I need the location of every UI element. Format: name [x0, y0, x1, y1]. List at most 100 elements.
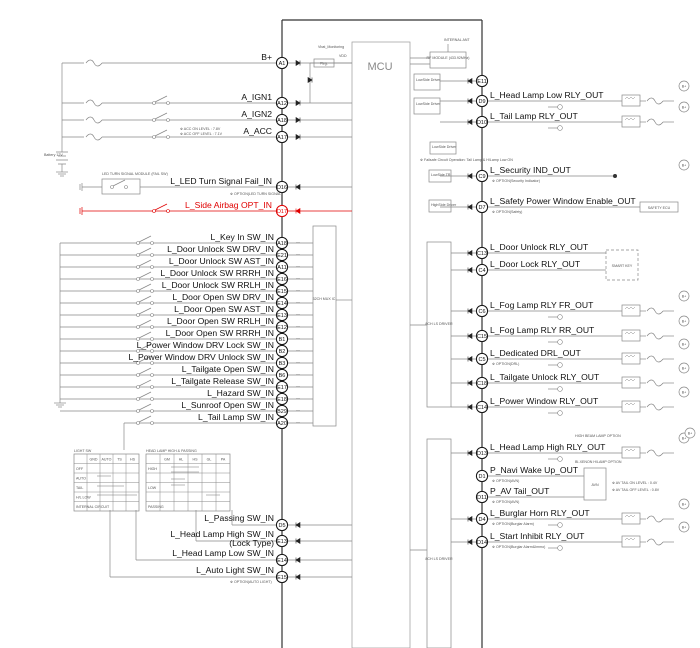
- av-tail-on-note: ※ AV TAIL ON LEVEL : 0.4V: [612, 481, 658, 485]
- output-label-9: L_Dedicated DRL_OUT: [490, 348, 582, 358]
- led-module-box: [101, 178, 141, 195]
- pin-id: E15: [277, 289, 287, 295]
- switch-contact: [152, 209, 156, 213]
- option-note: ※ OPTION(AVN): [492, 479, 519, 483]
- pin-a18: [275, 236, 289, 250]
- switch-input-label-2: L_Door Unlock SW AST_IN: [169, 256, 274, 266]
- driver-label: LowSide Driver: [416, 102, 441, 106]
- acc-on-note: ※ ACC ON LEVEL : 7.8V: [180, 127, 221, 131]
- safety-ecu-label: SAFETY ECU: [648, 206, 671, 210]
- switch-contact: [136, 265, 140, 269]
- mux-label: 32CH MUX IC: [313, 297, 336, 301]
- column-header: GM: [164, 457, 170, 461]
- switch-icon: [138, 403, 152, 411]
- driver-label: HighSide Driver: [431, 203, 457, 207]
- fuse-icon: [646, 449, 664, 457]
- pin-id: A18: [277, 118, 287, 124]
- switch-contact: [150, 301, 154, 305]
- switch-contact: [150, 361, 154, 365]
- output-label-13: P_Navi Wake Up_OUT: [490, 465, 579, 475]
- pin-id: C14: [477, 405, 487, 411]
- column-header: PA: [221, 457, 226, 461]
- mcu-label: MCU: [367, 61, 392, 73]
- lamp-icon: [557, 314, 563, 320]
- switch-contact: [150, 289, 154, 293]
- pin-e14: [275, 553, 289, 567]
- mcu-box: [351, 41, 411, 648]
- pin-id: E12: [277, 325, 287, 331]
- resistor-icon: [295, 361, 301, 364]
- bplus-label: B+: [688, 432, 693, 436]
- pin-d17: [275, 204, 289, 218]
- switch-icon: [138, 259, 152, 267]
- shape-layer: [54, 19, 696, 648]
- battery-icon: [56, 151, 68, 165]
- pin-c6: [475, 304, 489, 318]
- pin-id: E16: [277, 277, 287, 283]
- pin-id: D7: [478, 205, 485, 211]
- column-header: HS: [193, 457, 199, 461]
- fuse-icon: [646, 332, 664, 340]
- switch-icon: [154, 203, 168, 211]
- resistor-icon: [295, 409, 301, 412]
- pin-a17: [275, 130, 289, 144]
- bplus-label: B+: [682, 164, 687, 168]
- output-label-7: L_Fog Lamp RLY FR_OUT: [490, 300, 594, 310]
- pin-id: E13: [277, 313, 287, 319]
- pin-d16: [275, 180, 289, 194]
- bplus-label: B+: [682, 320, 687, 324]
- pin-b3: [275, 356, 289, 370]
- switch-icon: [154, 129, 168, 137]
- bplus-label: B+: [682, 106, 687, 110]
- pin-id: E17: [277, 385, 287, 391]
- rf-module-label: RF MODULE (433.92MHz): [427, 56, 470, 60]
- pin-id: A11: [277, 265, 286, 271]
- bottom-input-label-1: L_Head Lamp High SW_IN: [170, 529, 274, 539]
- output-label-1: L_Head Lamp Low RLY_OUT: [490, 90, 604, 100]
- battery-plus-icon: [678, 290, 690, 302]
- switch-input-label-5: L_Door Open SW DRV_IN: [172, 292, 274, 302]
- switch-contact: [166, 135, 170, 139]
- lamp-icon: [557, 522, 563, 528]
- diode-icon: [467, 515, 473, 523]
- diode-icon: [295, 133, 301, 141]
- input-label-5: L_Side Airbag OPT_IN: [185, 200, 272, 210]
- pin-e21: [275, 248, 289, 262]
- resistor-icon: [295, 337, 301, 340]
- pin-d9: [475, 94, 489, 108]
- switch-input-label-14: L_Sunroof Open SW_IN: [181, 400, 274, 410]
- relay-icon: [621, 446, 641, 459]
- pin-a12: [275, 96, 289, 110]
- column-header: HS: [130, 457, 136, 461]
- option-note: ※ OPTION(LED TURN SIGNAL): [230, 192, 282, 196]
- switch-contact: [152, 135, 156, 139]
- switch-icon: [154, 112, 168, 120]
- option-note: ※ OPTION(Security Indicator): [492, 179, 540, 183]
- lamp-icon: [557, 362, 563, 368]
- pin-id: A12: [277, 101, 287, 107]
- fuse-icon: [646, 97, 664, 105]
- pin-id: D13: [477, 451, 487, 457]
- ls-driver-box: [426, 438, 452, 648]
- pin-id: E14: [277, 301, 287, 307]
- diode-icon: [467, 172, 473, 180]
- option-note: ※ OPTION(AUTO LIGHT): [230, 580, 272, 584]
- fuse-icon: [646, 307, 664, 315]
- lowside-driver-box: [413, 73, 441, 91]
- diode-icon: [467, 77, 473, 85]
- output-label-15: L_Burglar Horn RLY_OUT: [490, 508, 590, 518]
- lowside-driver-box: [429, 141, 457, 155]
- pin-a20: [275, 416, 289, 430]
- switch-contact: [136, 289, 140, 293]
- pin-id: C4: [478, 268, 485, 274]
- battery-plus-icon: [678, 521, 690, 533]
- relay-icon: [621, 115, 641, 128]
- switch-contact: [152, 118, 156, 122]
- switch-contact: [110, 185, 114, 189]
- row-header: OFF: [76, 467, 84, 471]
- switch-contact: [150, 421, 154, 425]
- switch-contact: [136, 241, 140, 245]
- diode-icon: [467, 97, 473, 105]
- option-note: ※ OPTION(Burglar Alarm&Immo): [492, 545, 545, 549]
